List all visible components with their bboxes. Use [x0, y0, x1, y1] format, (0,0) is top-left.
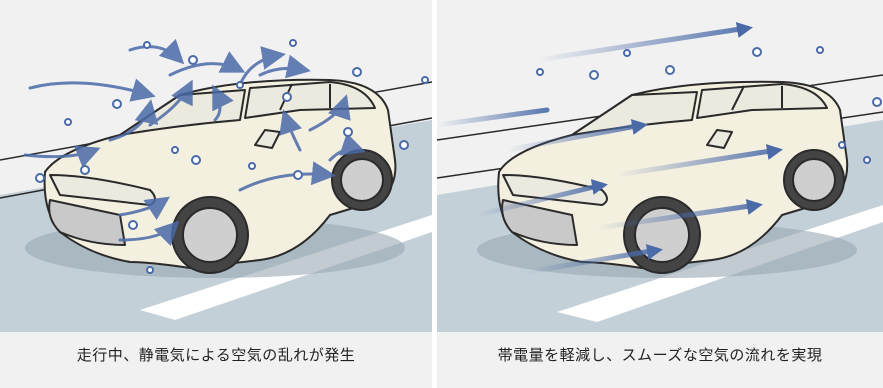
smooth-car-illustration: [437, 22, 883, 332]
smooth-airflow-panel: 帯電量を軽減し、スムーズな空気の流れを実現: [437, 0, 883, 388]
panel-caption: 走行中、静電気による空気の乱れが発生: [76, 346, 356, 364]
car: [43, 78, 397, 274]
turbulent-car-illustration: [0, 38, 432, 332]
plus-ion-icon: [35, 39, 429, 274]
turbulent-airflow-panel: 走行中、静電気による空気の乱れが発生: [0, 0, 432, 388]
plus-ion-icon: [536, 46, 882, 164]
smooth-airflow-arrows: [437, 25, 780, 275]
turbulent-airflow-arrows: [23, 38, 366, 247]
panel-caption: 帯電量を軽減し、スムーズな空気の流れを実現: [497, 346, 823, 364]
